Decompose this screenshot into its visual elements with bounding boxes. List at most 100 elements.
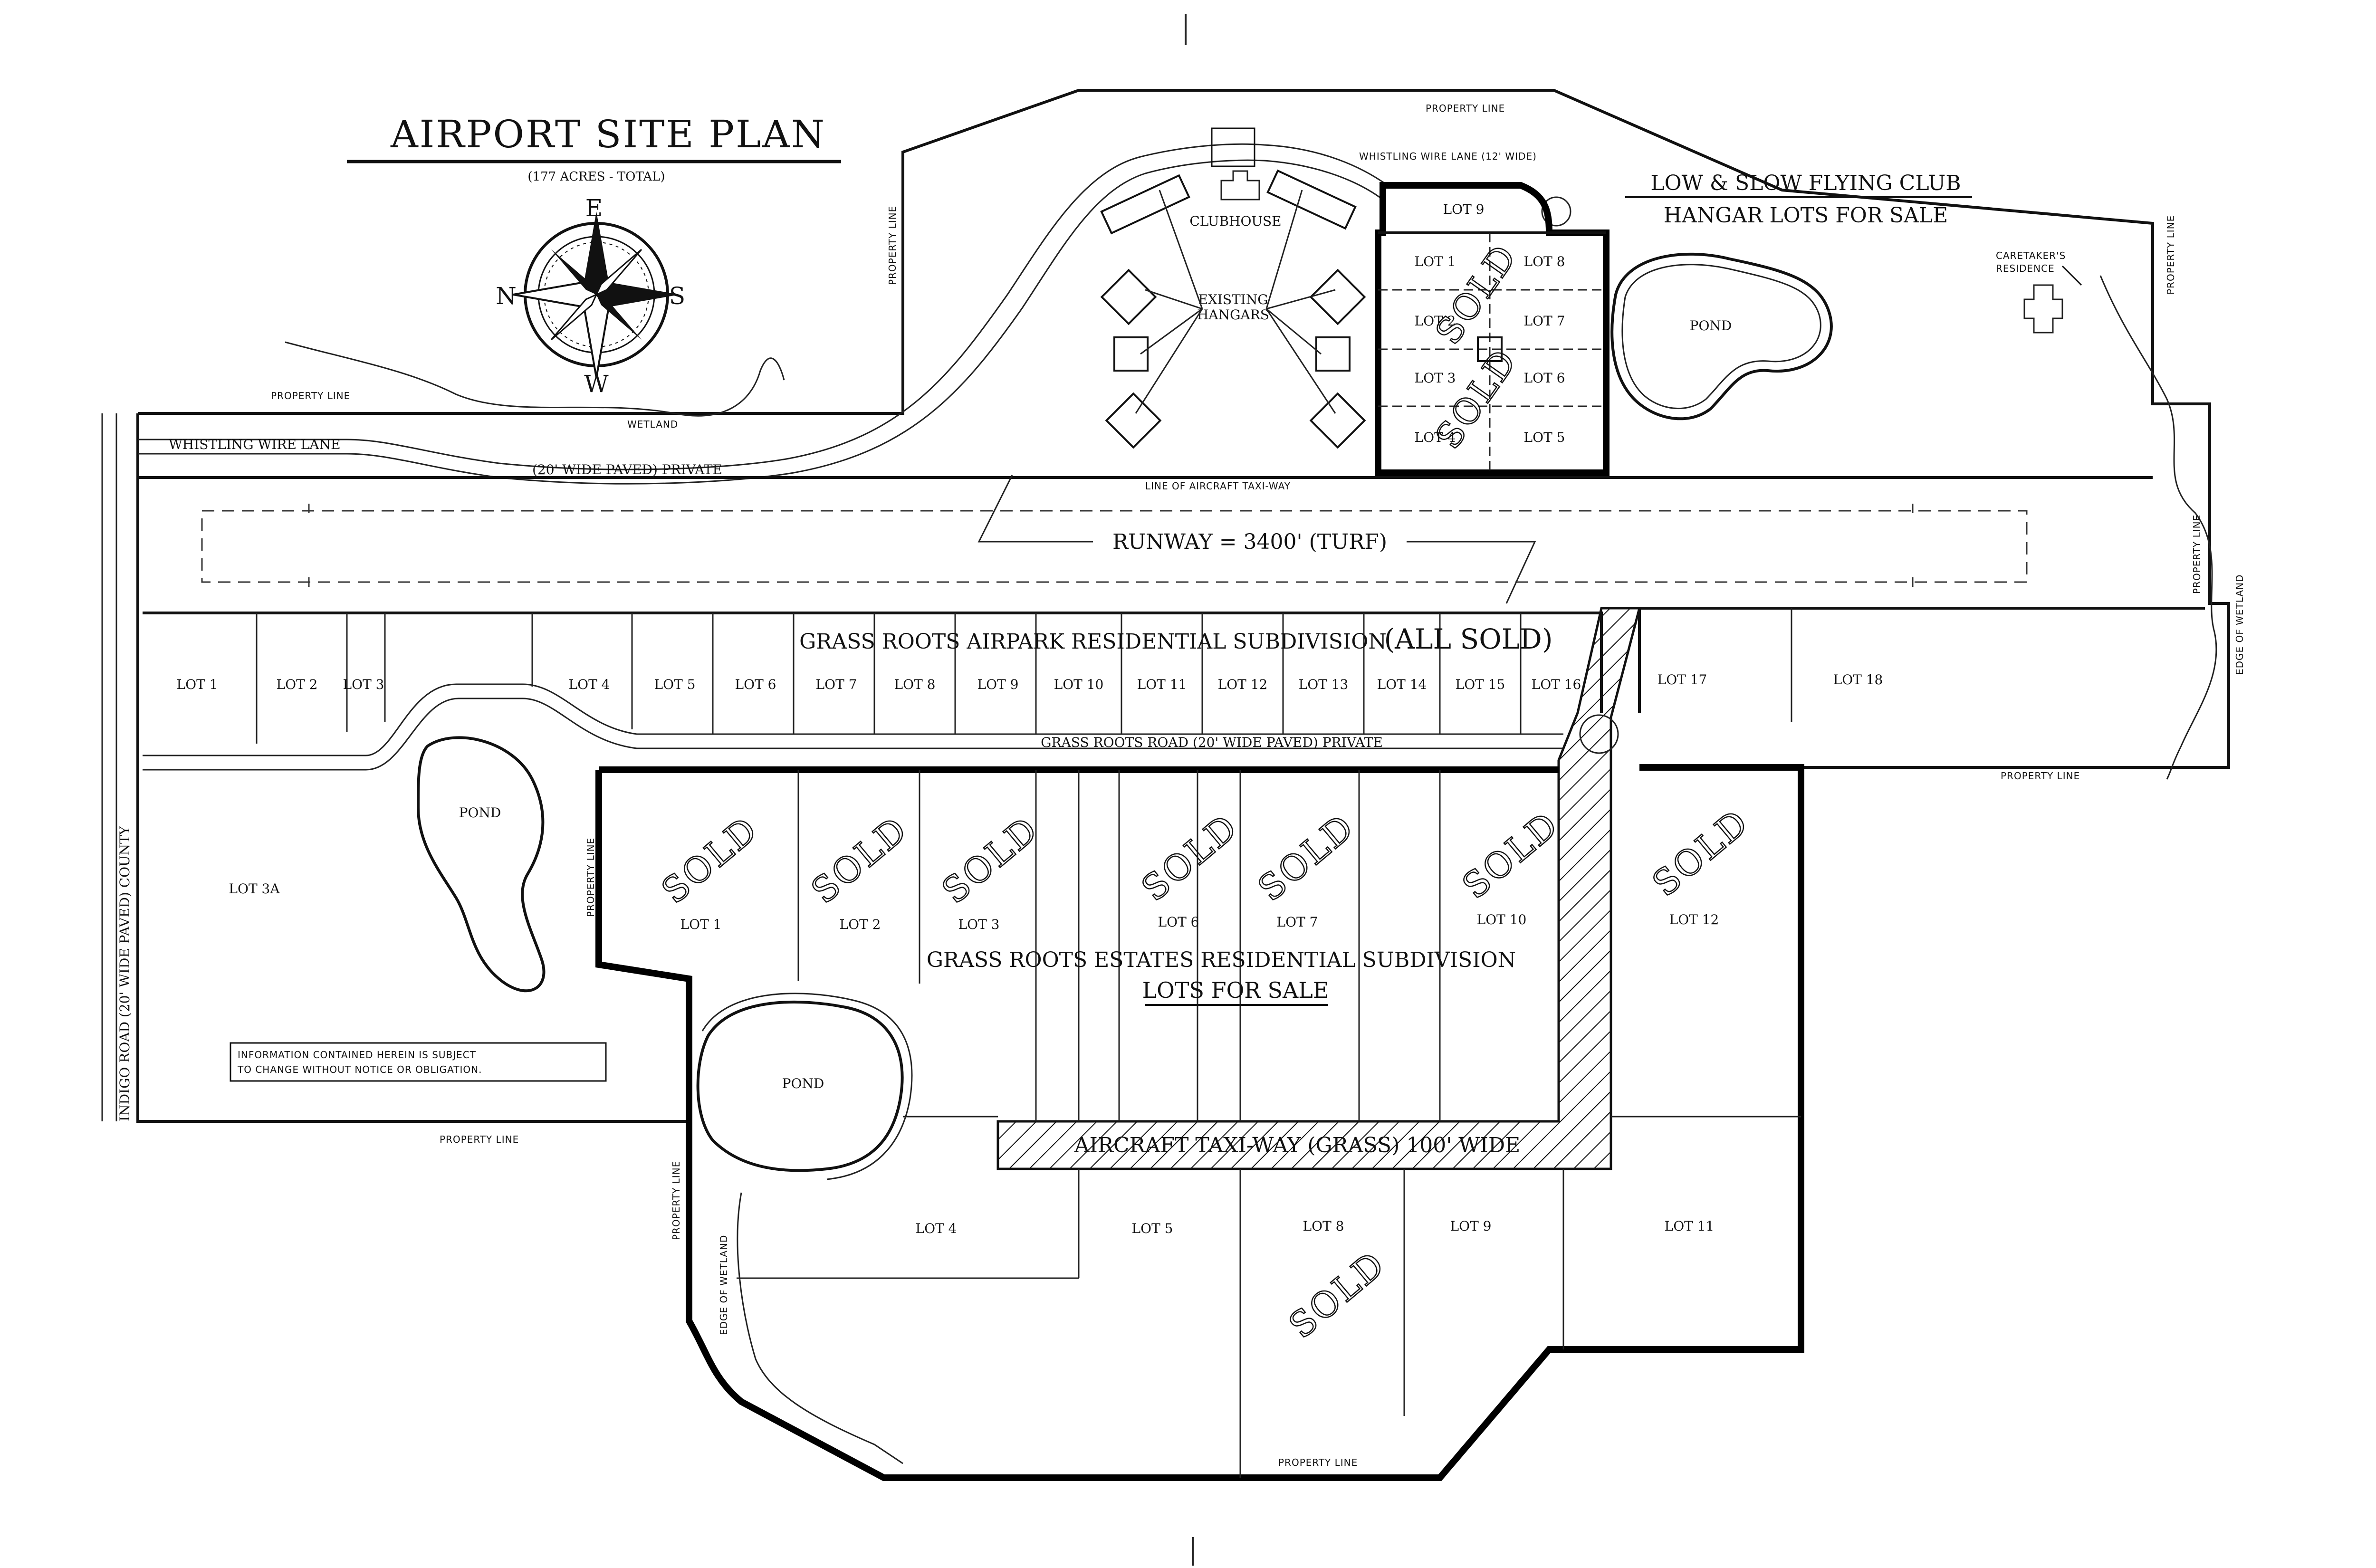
hangar-lot-label: LOT 5 [1524,430,1565,445]
airpark-lot-label: LOT 8 [894,677,936,692]
property-line-label: PROPERTY LINE [2001,770,2080,782]
runway-pointer-left [977,475,1093,543]
hangar-lot-label: LOT 1 [1415,254,1456,269]
indigo-road [101,413,117,1121]
airpark-lot-label: LOT 2 [277,677,318,692]
property-line-label: PROPERTY LINE [1278,1457,1358,1468]
disclaimer-box [230,1042,607,1082]
lots-for-sale-label: LOTS FOR SALE [1142,977,1329,1003]
caretaker-residence-icon [2023,284,2063,334]
whistling-wire-lane-12-label: WHISTLING WIRE LANE (12' WIDE) [1359,151,1537,162]
clubhouse-building [1220,170,1260,201]
aircraft-taxiway-label: AIRCRAFT TAXI-WAY (GRASS) 100' WIDE [1074,1133,1521,1157]
estates-subdivision-title: GRASS ROOTS ESTATES RESIDENTIAL SUBDIVIS… [927,948,1516,972]
airpark-lot-dividers [256,608,1792,744]
hangar-building-icon [1309,268,1366,325]
whistling-wire-lane-road-edge [138,159,1383,485]
compass-label-n: N [496,282,517,310]
airpark-lot-label: LOT 13 [1299,677,1349,692]
hangar-building-icon [1266,169,1357,230]
club-title: LOW & SLOW FLYING CLUB [1650,171,1961,195]
wetland-line-east [2099,275,2217,780]
property-line-label: PROPERTY LINE [2191,515,2203,594]
hangar-lot-label: LOT 8 [1524,254,1565,269]
compass-label-w: W [584,370,609,398]
hangar-center-marker [1477,336,1503,362]
existing-hangars-label: EXISTING [1198,292,1268,307]
runway-label: RUNWAY = 3400' (TURF) [1112,530,1387,554]
hangar-lot-label: LOT 7 [1524,313,1565,329]
airpark-lot-label: LOT 12 [1218,677,1268,692]
sold-stamp: SOLD [804,808,916,911]
hangar-building-icon [1100,174,1190,235]
disclaimer-text: INFORMATION CONTAINED HEREIN IS SUBJECT [238,1049,476,1061]
hangar-building-icon [1100,268,1157,325]
airpark-subdivision-boundary [143,607,2205,713]
edge-of-wetland-label: EDGE OF WETLAND [718,1235,729,1335]
pond-label: POND [1690,318,1732,334]
property-boundary-north [138,89,2230,769]
hangar-building-icon [1113,336,1149,372]
property-line-label: PROPERTY LINE [440,1134,519,1145]
sold-stamp: SOLD [1455,803,1567,907]
hangar-lot-label: LOT 2 [1415,313,1456,329]
airpark-lot-label: LOT 1 [177,677,218,692]
estates-lot-label: LOT 8 [1303,1218,1344,1234]
airpark-lot-label: LOT 7 [816,677,857,692]
airpark-lot-label: LOT 16 [1532,677,1581,692]
hangar-building-icon [1309,392,1366,449]
airpark-all-sold: (ALL SOLD) [1384,623,1553,655]
disclaimer-text: TO CHANGE WITHOUT NOTICE OR OBLIGATION. [237,1064,482,1075]
clubhouse-label: CLUBHOUSE [1189,213,1281,229]
caretaker-leader [2061,265,2082,286]
property-line-label: PROPERTY LINE [2165,215,2176,295]
existing-hangars-label: HANGARS [1197,307,1269,323]
plan-title: AIRPORT SITE PLAN [390,112,826,156]
whistling-wire-lane-label: WHISTLING WIRE LANE [169,437,341,452]
estates-lot-label: LOT 1 [680,917,722,932]
indigo-road-label: INDIGO ROAD (20' WIDE PAVED) COUNTY [117,826,133,1121]
property-line-label: PROPERTY LINE [585,838,596,917]
caretaker-label: CARETAKER'S [1996,250,2066,261]
whistling-wire-lane-road [138,143,1521,470]
taxiway-connector-hatched [996,607,1641,1170]
airpark-lot-label: LOT 14 [1377,677,1427,692]
acreage-note: (177 ACRES - TOTAL) [527,170,665,184]
compass-label-s: S [669,282,685,310]
edge-of-wetland-label: EDGE OF WETLAND [2234,574,2245,675]
property-line-label: PROPERTY LINE [1426,103,1505,114]
club-subtitle: HANGAR LOTS FOR SALE [1664,203,1948,228]
airpark-lot-label: LOT 15 [1456,677,1505,692]
hangar-lot-label: LOT 3 [1415,370,1456,386]
airpark-lot-label: LOT 6 [735,677,776,692]
grass-roots-road-label: GRASS ROOTS ROAD (20' WIDE PAVED) PRIVAT… [1041,735,1383,750]
airpark-subdivision-title: GRASS ROOTS AIRPARK RESIDENTIAL SUBDIVIS… [799,630,1387,654]
grass-roots-road [143,683,1563,756]
taxiway-line-label: LINE OF AIRCRAFT TAXI-WAY [1145,480,1291,492]
estates-lot-label: LOT 10 [1477,912,1527,927]
wetland-label: WETLAND [627,419,678,430]
sold-stamp: SOLD [1645,801,1757,904]
airpark-lot-label: LOT 11 [1137,677,1187,692]
hangar-lots-boundary [1375,182,1610,476]
grass-roots-road-edge [143,698,1563,771]
sold-stamp: SOLD [654,808,766,911]
compass-label-e: E [585,194,603,222]
pond-south-inner [701,993,913,1180]
caretaker-label: RESIDENCE [1996,263,2055,274]
hangar-lot-label: LOT 4 [1415,430,1456,445]
hangar-leader-lines [1135,190,1336,414]
estates-lot-label: LOT 2 [840,917,881,932]
airpark-lot-label: LOT 10 [1054,677,1104,692]
road-cul-de-sac [1579,714,1619,754]
estates-lot-label: LOT 3 [958,917,1000,932]
sold-stamp: SOLD [1428,341,1525,457]
estates-lot-label: LOT 4 [916,1221,957,1236]
airpark-lot-label: LOT 5 [654,677,696,692]
sold-stamp: SOLD [1250,806,1362,909]
property-line-label: PROPERTY LINE [271,390,350,402]
pond-north [1610,252,1833,421]
pond-south [696,1000,904,1172]
airpark-lot-label: LOT 4 [569,677,610,692]
